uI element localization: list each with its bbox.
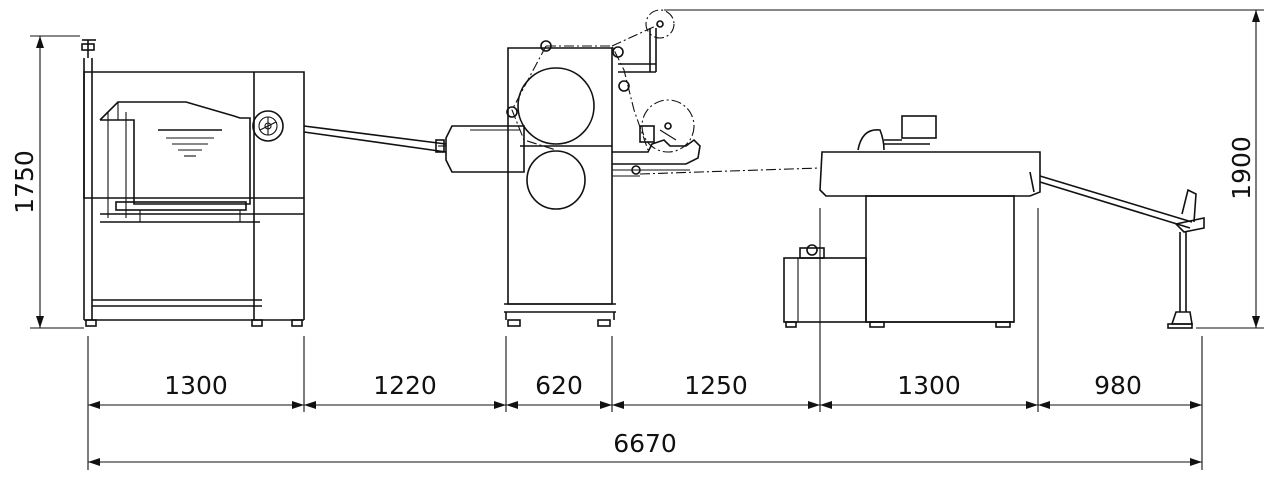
height-right-label: 1900: [1227, 136, 1256, 200]
outfeed-conveyor: [1039, 175, 1205, 329]
lower-roller-icon: [526, 150, 586, 210]
machine-feeder: [81, 39, 305, 327]
width-label-6: 980: [1094, 371, 1142, 400]
machine-table: [783, 115, 1041, 328]
upper-roller-icon: [517, 67, 595, 145]
width-label-1: 1300: [164, 371, 228, 400]
width-label-4: 1250: [684, 371, 748, 400]
width-label-2: 1220: [373, 371, 437, 400]
machine-roller: [435, 9, 701, 327]
total-width-label: 6670: [613, 429, 677, 458]
width-label-3: 620: [535, 371, 583, 400]
height-left-label: 1750: [10, 150, 39, 214]
dimensions: 1750 1900 1300 1220 620 1250 1300 980 66…: [10, 9, 1264, 470]
width-label-5: 1300: [897, 371, 961, 400]
hand-wheel-icon: [252, 110, 284, 142]
conveyor-1: [303, 125, 447, 153]
